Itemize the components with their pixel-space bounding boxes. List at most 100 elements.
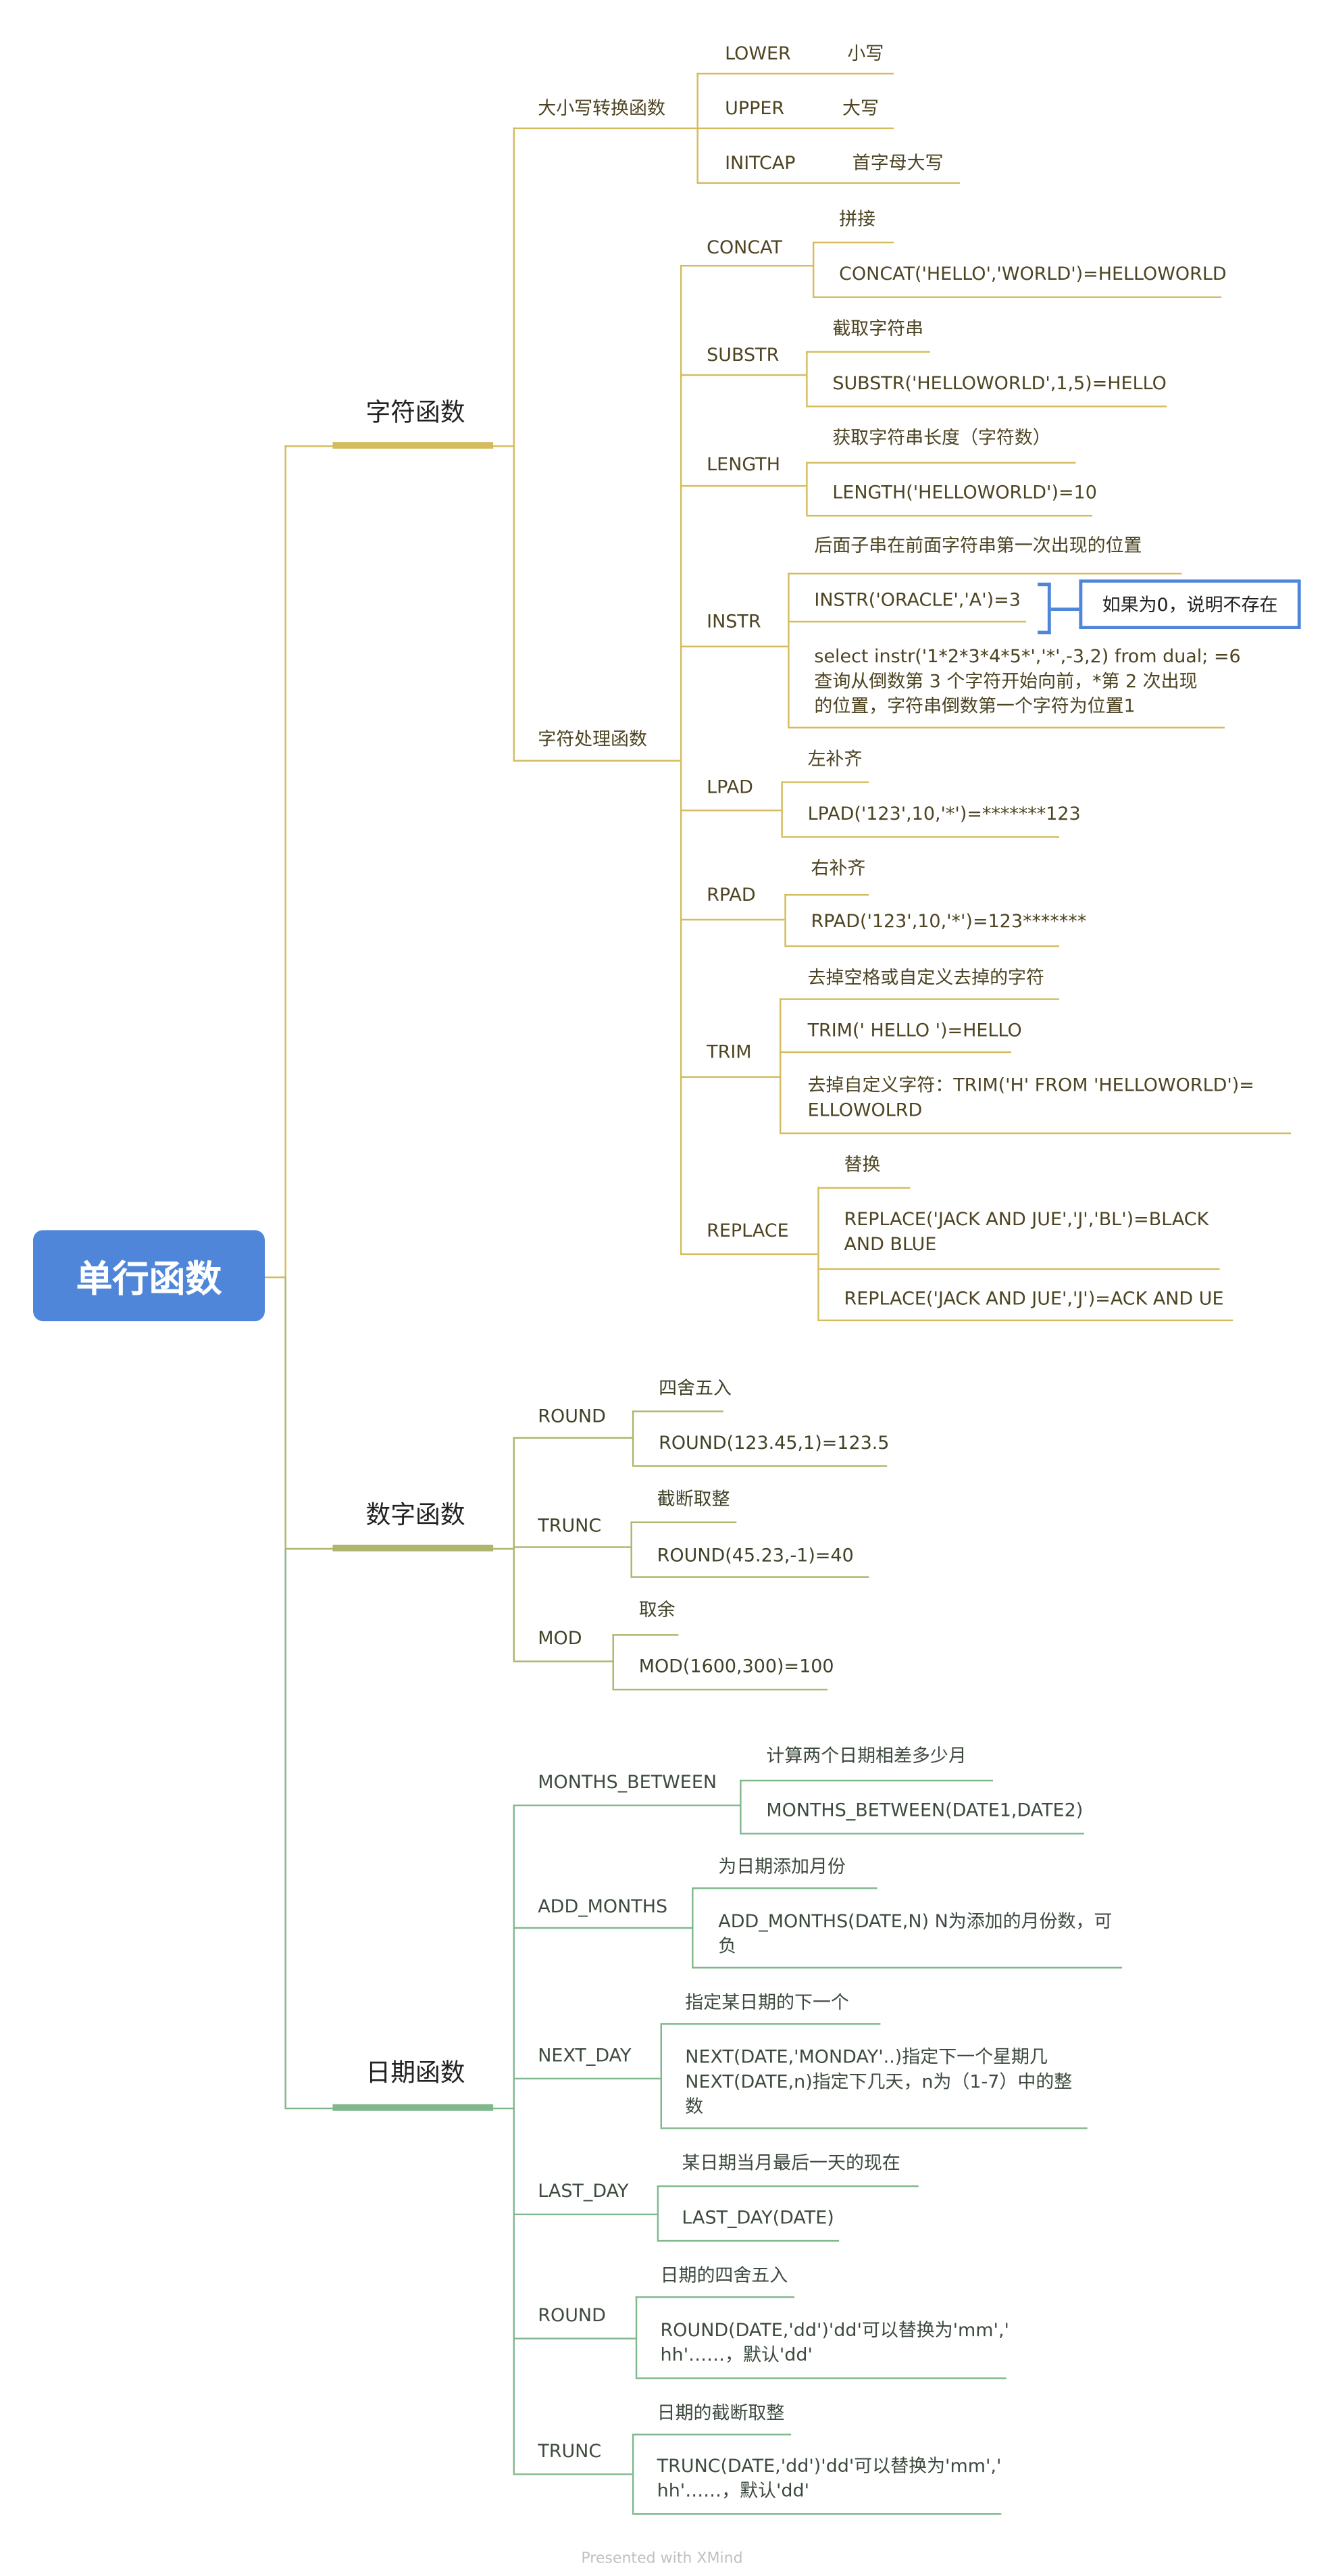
date-trunc-example-line-2: hh'……，默认'dd' [657, 2480, 810, 2502]
date-round-example-line-1: ROUND(DATE,'dd')'dd'可以替换为'mm',' [660, 2319, 1009, 2342]
branch-title[interactable]: 字符函数 [365, 397, 465, 428]
node-initcap[interactable]: INITCAP [725, 152, 796, 174]
connector [680, 810, 782, 812]
branch-underline [332, 2104, 494, 2111]
next-day-example-line-1: NEXT(DATE,'MONDAY'..)指定下一个星期几 [685, 2046, 1048, 2069]
connector [657, 2185, 919, 2187]
connector [696, 72, 698, 182]
connector [660, 2127, 1088, 2129]
connector [630, 1521, 632, 1577]
connector [696, 72, 894, 75]
node-mod[interactable]: MOD [538, 1627, 582, 1650]
connector [788, 620, 1026, 623]
connector [817, 1187, 819, 1320]
connector [812, 241, 894, 244]
connector [781, 836, 1059, 838]
node-initcap-desc: 首字母大写 [852, 152, 944, 174]
node-last-day[interactable]: LAST_DAY [538, 2180, 629, 2202]
branch-underline [332, 442, 494, 449]
connector [513, 1660, 613, 1662]
trunc-desc: 截断取整 [657, 1488, 730, 1510]
connector [632, 1410, 723, 1412]
connector [635, 2296, 638, 2378]
connector [788, 572, 790, 727]
node-upper-desc: 大写 [842, 97, 879, 120]
connector [788, 726, 1225, 728]
connector [657, 2185, 659, 2240]
next-day-desc: 指定某日期的下一个 [685, 1991, 849, 2014]
node-trunc[interactable]: TRUNC [538, 1514, 602, 1537]
connector [740, 1779, 742, 1833]
node-lower[interactable]: LOWER [725, 43, 791, 65]
node-string-processing[interactable]: 字符处理函数 [538, 728, 647, 750]
connector [513, 2213, 657, 2216]
connector [806, 462, 1076, 464]
node-case-conversion[interactable]: 大小写转换函数 [538, 97, 665, 120]
connector [680, 1076, 780, 1078]
connector [284, 1276, 286, 1548]
connector [635, 2377, 1007, 2379]
connector [632, 1465, 888, 1467]
months-between-desc: 计算两个日期相差多少月 [766, 1745, 967, 1767]
add-months-desc: 为日期添加月份 [718, 1856, 846, 1878]
replace-desc: 替换 [844, 1154, 881, 1176]
node-round[interactable]: ROUND [538, 1406, 606, 1427]
connector [513, 2337, 636, 2339]
branch-underline [332, 1544, 494, 1552]
node-instr[interactable]: INSTR [707, 611, 761, 633]
connector [692, 1887, 877, 1889]
replace-example-2: REPLACE('JACK AND JUE','J')=ACK AND UE [844, 1288, 1224, 1310]
node-next-day[interactable]: NEXT_DAY [538, 2044, 632, 2066]
connector [632, 2513, 1002, 2515]
date-round-desc: 日期的四舍五入 [660, 2264, 788, 2287]
footer-watermark: Presented with XMind [581, 2551, 743, 2568]
connector [806, 462, 808, 515]
node-concat[interactable]: CONCAT [707, 237, 782, 259]
concat-example: CONCAT('HELLO','WORLD')=HELLOWORLD [839, 263, 1227, 285]
length-desc: 获取字符串长度（字符数） [832, 427, 1051, 449]
node-replace[interactable]: REPLACE [707, 1220, 789, 1242]
connector [660, 2023, 881, 2025]
node-date-trunc[interactable]: TRUNC [538, 2440, 602, 2462]
date-trunc-example-line-1: TRUNC(DATE,'dd')'dd'可以替换为'mm',' [657, 2455, 1002, 2477]
node-date-round[interactable]: ROUND [538, 2304, 606, 2327]
length-example: LENGTH('HELLOWORLD')=10 [832, 481, 1097, 503]
trim-example-2-line-2: ELLOWOLRD [807, 1099, 923, 1121]
connector [513, 2077, 661, 2080]
connector [779, 1132, 1291, 1135]
branch-title[interactable]: 日期函数 [365, 2058, 465, 2088]
node-upper[interactable]: UPPER [725, 97, 785, 120]
connector [781, 781, 869, 783]
connector [806, 351, 808, 406]
trim-example: TRIM(' HELLO ')=HELLO [807, 1020, 1022, 1042]
node-length[interactable]: LENGTH [707, 453, 781, 476]
node-rpad[interactable]: RPAD [707, 884, 756, 906]
connector [806, 405, 1167, 407]
root-node[interactable]: 单行函数 [33, 1230, 265, 1322]
connector [513, 1437, 515, 1661]
connector [632, 2433, 792, 2435]
mod-desc: 取余 [638, 1599, 676, 1621]
node-substr[interactable]: SUBSTR [707, 344, 780, 366]
months-between-example: MONTHS_BETWEEN(DATE1,DATE2) [766, 1800, 1084, 1821]
node-trim[interactable]: TRIM [707, 1041, 752, 1063]
branch-title[interactable]: 数字函数 [365, 1500, 465, 1530]
instr-example-2-line-2: 查询从倒数第 3 个字符开始向前，*第 2 次出现 [814, 670, 1198, 693]
connector [612, 1689, 828, 1691]
instr-example-2-line-3: 的位置，字符串倒数第一个字符为位置1 [814, 695, 1136, 717]
lpad-example: LPAD('123',10,'*')=*******123 [807, 803, 1081, 825]
callout-note[interactable]: 如果为0，说明不存在 [1079, 579, 1301, 629]
connector [680, 265, 682, 1254]
node-lpad[interactable]: LPAD [707, 776, 753, 798]
next-day-example-line-3: 数 [685, 2096, 704, 2118]
connector [692, 1887, 694, 1967]
node-months-between[interactable]: MONTHS_BETWEEN [538, 1771, 717, 1793]
add-months-example-line-2: 负 [718, 1935, 737, 1957]
node-add-months[interactable]: ADD_MONTHS [538, 1896, 668, 1918]
connector [612, 1634, 679, 1636]
connector [680, 1253, 818, 1256]
connector [513, 1804, 740, 1806]
node-lower-desc: 小写 [847, 43, 884, 65]
summary-bracket [1038, 583, 1051, 635]
connector [513, 1546, 631, 1548]
